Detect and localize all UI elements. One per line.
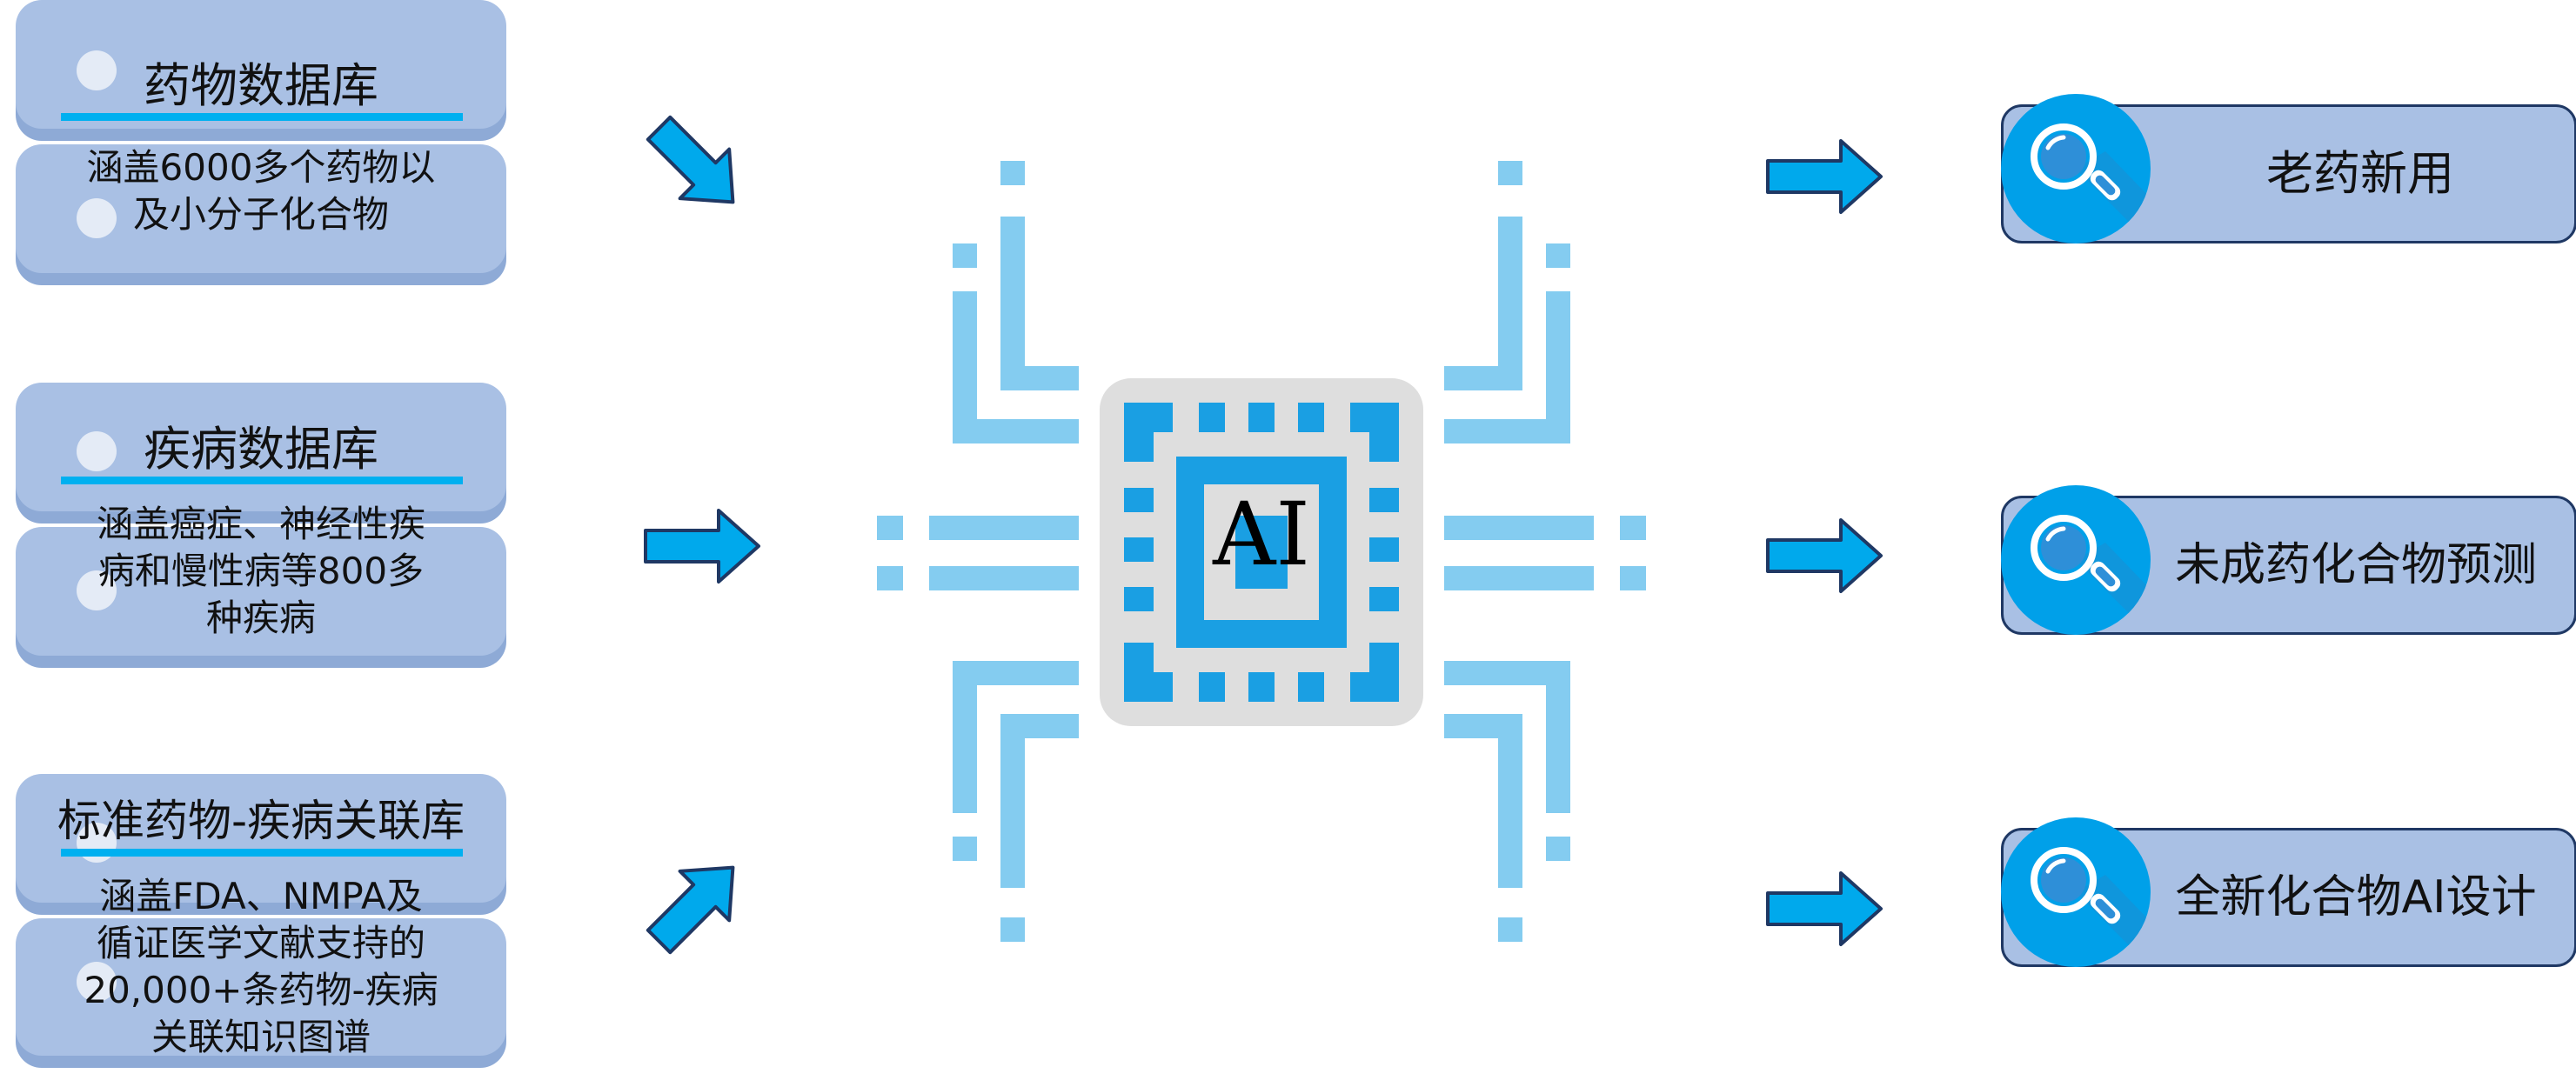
bullet-dot-icon [77,431,117,471]
disease-database-title: 疾病数据库 [144,422,378,477]
disease-database-header: 疾病数据库 [16,383,506,511]
result-label: 老药新用 [2266,146,2454,201]
association-database-card: 标准药物-疾病关联库 涵盖FDA、NMPA及 循证医学文献支持的 20,000+… [16,774,506,1087]
arrow-up-right-icon [644,852,748,957]
result-card-novel-compound-ai-design: 全新化合物AI设计 [2001,817,2576,967]
title-underline [61,849,463,857]
arrow-down-right-icon [644,113,748,217]
bullet-dot-icon [77,50,117,90]
disease-database-desc: 涵盖癌症、神经性疾 病和慢性病等800多 种疾病 [96,503,425,639]
bullet-dot-icon [77,198,117,238]
bullet-dot-icon [77,570,117,610]
magnifier-icon [2001,94,2151,243]
association-database-header: 标准药物-疾病关联库 [16,774,506,903]
arrow-right-icon [644,509,760,584]
circuit-traces [877,161,1646,942]
title-underline [61,477,463,484]
ai-chip-icon [870,161,1653,944]
result-label: 全新化合物AI设计 [2175,871,2537,924]
result-card-unmarketed-compound-prediction: 未成药化合物预测 [2001,485,2576,635]
magnifier-icon [2001,817,2151,967]
disease-database-card: 疾病数据库 涵盖癌症、神经性疾 病和慢性病等800多 种疾病 [16,383,506,678]
association-database-title: 标准药物-疾病关联库 [57,796,465,846]
result-card-old-drug-new-use: 老药新用 [2001,94,2576,243]
drug-database-title: 药物数据库 [144,58,378,113]
chip-pattern [1124,403,1399,702]
arrow-right-icon [1766,518,1883,593]
title-underline [61,113,463,121]
arrow-right-icon [1766,139,1883,214]
disease-database-body [16,527,506,656]
association-database-body [16,918,506,1056]
chip-ai-label: AI [1213,483,1310,585]
drug-database-card: 药物数据库 涵盖6000多个药物以 及小分子化合物 [16,0,506,287]
drug-database-body: 涵盖6000多个药物以 及小分子化合物 [16,144,506,273]
magnifier-icon [2001,485,2151,635]
drug-database-desc: 涵盖6000多个药物以 及小分子化合物 [86,146,436,236]
drug-database-header: 药物数据库 [16,0,506,129]
bullet-dot-icon [77,962,117,1002]
association-database-desc: 涵盖FDA、NMPA及 循证医学文献支持的 20,000+条药物-疾病 关联知识… [84,875,438,1058]
result-label: 未成药化合物预测 [2174,539,2537,591]
arrow-right-icon [1766,871,1883,946]
